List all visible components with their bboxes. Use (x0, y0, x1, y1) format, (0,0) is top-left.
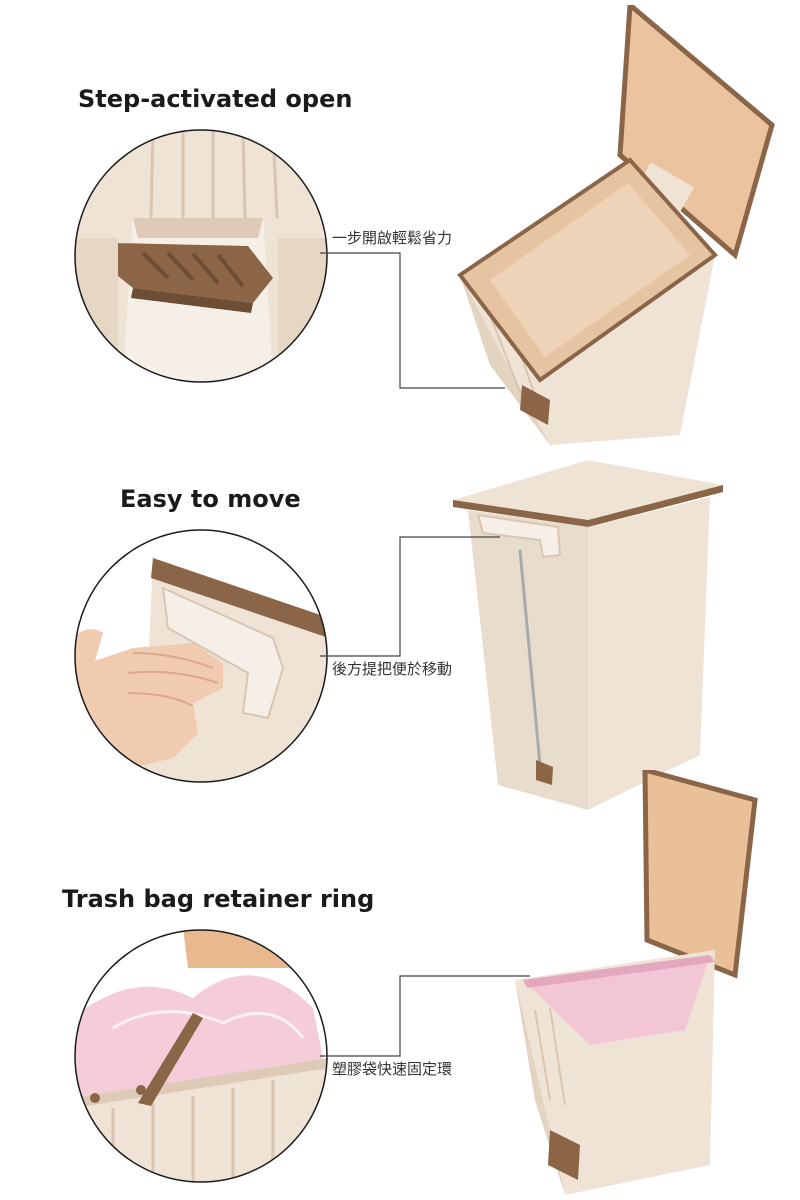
feature-heading: Trash bag retainer ring (62, 885, 375, 913)
feature-caption: 後方提把便於移動 (330, 658, 455, 679)
trash-can-closed-image (453, 460, 723, 810)
handle-closeup-image (74, 529, 328, 783)
feature-easy-move: Easy to move (0, 400, 800, 810)
feature-step-open: Step-activated open (0, 0, 800, 445)
feature-heading: Step-activated open (78, 85, 353, 113)
feature-bag-ring: Trash bag retainer ring (0, 770, 800, 1200)
bag-ring-closeup-image (74, 929, 328, 1183)
pedal-closeup-image (74, 129, 328, 383)
trash-can-with-bag-image (515, 770, 758, 1195)
feature-heading: Easy to move (120, 485, 301, 513)
feature-caption: 一步開啟輕鬆省力 (330, 227, 455, 248)
feature-caption: 塑膠袋快速固定環 (330, 1058, 455, 1079)
trash-can-open-image (457, 5, 775, 445)
